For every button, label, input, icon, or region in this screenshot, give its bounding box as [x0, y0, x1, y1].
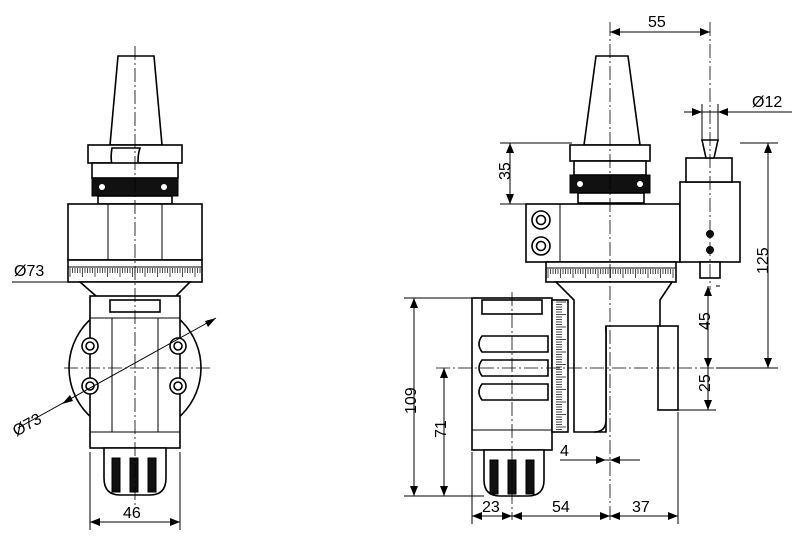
dim-35: 35 [497, 162, 514, 180]
vertical-scale [551, 299, 569, 433]
dim-25: 25 [697, 374, 714, 392]
side-view [436, 22, 741, 520]
dim-55: 55 [648, 14, 666, 31]
dim-23: 23 [482, 499, 500, 516]
dim-125: 125 [755, 247, 772, 274]
dim-phi73-side: Ø73 [10, 411, 45, 441]
side-dimensions: 55 Ø12 35 125 45 25 [403, 14, 792, 524]
dim-phi12: Ø12 [752, 94, 782, 111]
groove-hole-left [99, 184, 105, 190]
angle-body [554, 281, 674, 433]
side-bolt-lower [531, 236, 551, 256]
taper-shank [109, 55, 163, 146]
disc-bolt-top-left [81, 337, 99, 355]
side-bolt-upper [531, 210, 551, 230]
dim-45: 45 [697, 312, 714, 330]
nut-slot-right [147, 457, 157, 493]
dim-phi73-top: Ø73 [14, 263, 44, 280]
front-view [64, 46, 210, 505]
dim-4: 4 [560, 443, 569, 460]
dim-71: 71 [433, 420, 450, 438]
side-taper-shank [583, 55, 641, 146]
dim-54: 54 [552, 499, 570, 516]
groove-hole-right [161, 184, 167, 190]
disc-bolt-top-right [169, 337, 187, 355]
vertical-scale-ticks [556, 301, 566, 430]
side-housing-block [525, 203, 681, 263]
dim-46: 46 [123, 505, 141, 522]
dim-109: 109 [403, 387, 420, 414]
spindle-rib-3 [478, 383, 549, 401]
dim-37: 37 [632, 499, 650, 516]
side-scale-ticks [547, 269, 674, 278]
disc-bolt-bottom-right [169, 377, 187, 395]
nut-slot-left [111, 457, 121, 493]
nut-slot-middle [129, 457, 139, 493]
spindle-rib-1 [478, 335, 549, 353]
